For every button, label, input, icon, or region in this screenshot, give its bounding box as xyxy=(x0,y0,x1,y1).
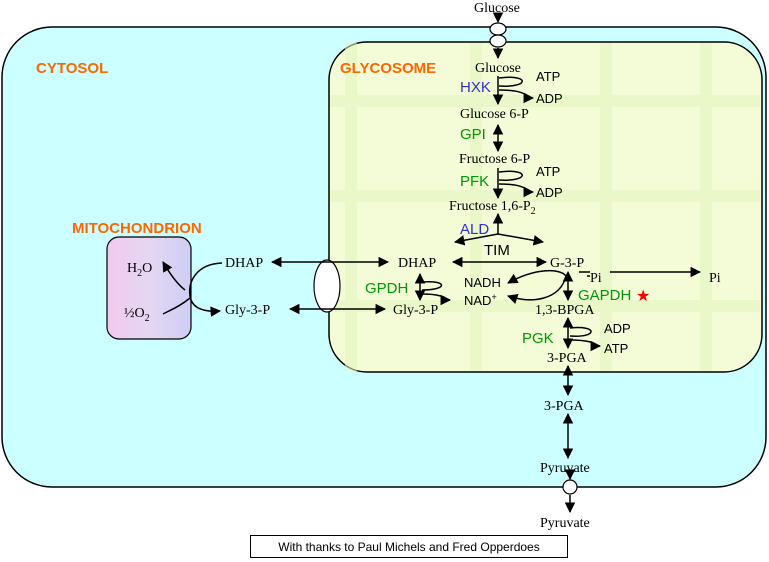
adp-pgk: ADP xyxy=(604,321,631,336)
mitochondrion-label: MITOCHONDRION xyxy=(72,220,202,237)
enzyme-gpi: GPI xyxy=(460,126,486,143)
enzyme-ald: ALD xyxy=(460,221,489,238)
nad-plus: NAD+ xyxy=(464,292,497,308)
pi-glycosome: Pi xyxy=(590,271,602,286)
glucose-transporter xyxy=(489,22,507,48)
g3p: G-3-P xyxy=(550,256,584,271)
enzyme-gapdh: GAPDH xyxy=(578,287,631,304)
pyruvate-transporter xyxy=(562,479,578,495)
bpga: 1,3-BPGA xyxy=(535,303,595,318)
pyruvate-cytosol: Pyruvate xyxy=(540,461,590,476)
fructose-1-6-bisphosphate: Fructose 1,6-P2 xyxy=(449,199,536,217)
pi-cytosol: Pi xyxy=(709,271,721,286)
nadh: NADH xyxy=(464,275,501,290)
gapdh-star-icon: ★ xyxy=(636,288,650,305)
dhap-cytosol: DHAP xyxy=(225,256,263,271)
gly3p-glycosome: Gly-3-P xyxy=(393,303,438,318)
fructose-6-phosphate: Fructose 6-P xyxy=(459,152,530,167)
enzyme-pgk: PGK xyxy=(522,330,554,347)
enzyme-pfk: PFK xyxy=(460,173,489,190)
half-oxygen: ½O2 xyxy=(124,306,150,324)
glycosome-compartment xyxy=(328,41,763,373)
atp-pfk: ATP xyxy=(536,164,560,179)
pga-cytosol: 3-PGA xyxy=(544,399,585,414)
credit-box: With thanks to Paul Michels and Fred Opp… xyxy=(250,535,568,558)
enzyme-gpdh: GPDH xyxy=(365,280,408,297)
membrane-transporter xyxy=(313,259,341,313)
pga-glycosome: 3-PGA xyxy=(547,351,588,366)
pyruvate-outside: Pyruvate xyxy=(540,516,590,531)
dhap-glycosome: DHAP xyxy=(398,256,436,271)
atp-pgk: ATP xyxy=(604,341,628,356)
glycosome-label: GLYCOSOME xyxy=(340,60,436,77)
pathway-arrows xyxy=(162,12,702,514)
atp-hxk: ATP xyxy=(536,69,560,84)
water: H2O xyxy=(127,261,152,279)
enzyme-tim: TIM xyxy=(484,242,510,259)
glucose: Glucose xyxy=(475,61,521,76)
glucose-6-phosphate: Glucose 6-P xyxy=(460,107,529,122)
gly3p-cytosol: Gly-3-P xyxy=(225,303,270,318)
adp-hxk: ADP xyxy=(536,91,563,106)
enzyme-hxk: HXK xyxy=(460,79,491,96)
cytosol-label: CYTOSOL xyxy=(36,60,108,77)
glucose-outside: Glucose xyxy=(474,1,520,16)
adp-pfk: ADP xyxy=(536,185,563,200)
